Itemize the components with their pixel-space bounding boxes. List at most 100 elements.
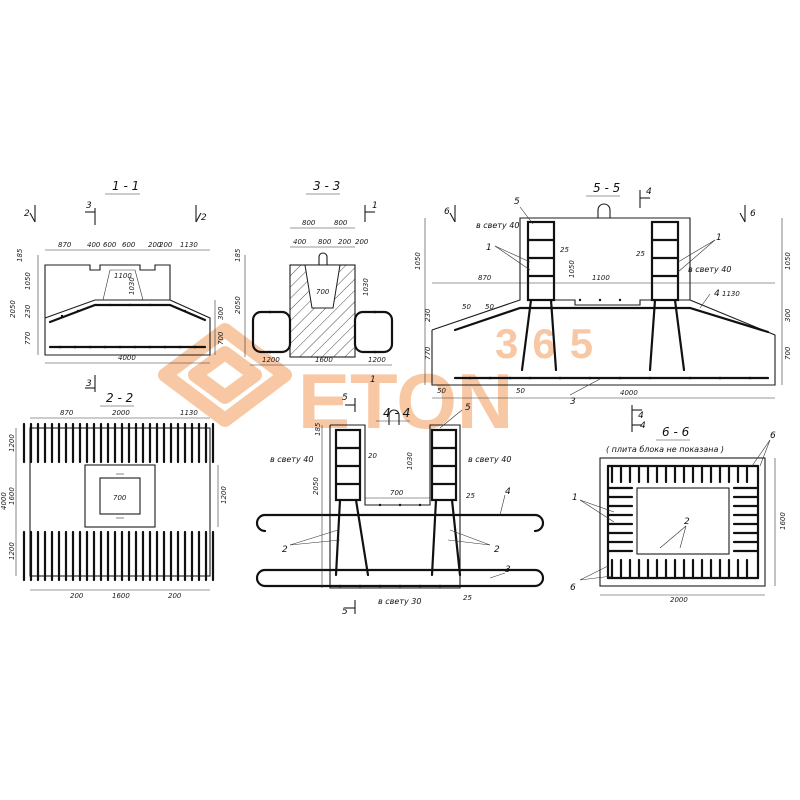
svg-text:870: 870 — [58, 241, 72, 249]
watermark-brand: ETON — [298, 357, 513, 445]
svg-text:1050: 1050 — [24, 272, 32, 290]
svg-text:700: 700 — [113, 494, 127, 502]
arrow-label: 1 — [372, 201, 378, 211]
svg-text:25: 25 — [466, 492, 475, 500]
arrow-label-top: 3 — [86, 201, 92, 211]
svg-text:770: 770 — [24, 331, 32, 345]
arrow-label-bottom: 4 — [638, 411, 644, 421]
svg-text:185: 185 — [16, 248, 24, 262]
svg-text:1030: 1030 — [128, 277, 136, 295]
svg-text:1: 1 — [572, 493, 578, 503]
watermark-logo-icon — [158, 323, 292, 427]
section-title: 3 - 3 — [313, 179, 340, 193]
svg-text:1600: 1600 — [112, 592, 130, 600]
svg-text:700: 700 — [390, 489, 404, 497]
section-3-3: 3 - 3 1 1 800 800 400 800 200 200 700 10… — [234, 179, 394, 385]
svg-text:1: 1 — [716, 233, 722, 243]
section-title: 2 - 2 — [106, 391, 133, 405]
rebar-ring — [606, 464, 760, 580]
svg-text:в свету 30: в свету 30 — [378, 597, 421, 606]
svg-text:1030: 1030 — [406, 452, 414, 470]
svg-text:50: 50 — [485, 303, 494, 311]
section-5-5: 5 - 5 6 6 4 4 5 — [414, 181, 792, 421]
svg-text:700: 700 — [784, 346, 792, 360]
svg-text:400: 400 — [293, 238, 307, 246]
svg-text:2000: 2000 — [112, 409, 130, 417]
svg-text:50: 50 — [516, 387, 525, 395]
svg-text:200: 200 — [168, 592, 182, 600]
svg-text:1130: 1130 — [180, 241, 198, 249]
svg-text:1200: 1200 — [368, 356, 386, 364]
svg-text:25: 25 — [636, 250, 645, 258]
svg-text:2050: 2050 — [234, 296, 242, 314]
svg-text:20: 20 — [368, 452, 377, 460]
svg-text:200: 200 — [70, 592, 84, 600]
svg-text:185: 185 — [314, 422, 322, 436]
svg-text:в свету 40: в свету 40 — [476, 221, 519, 230]
svg-text:в свету 40: в свету 40 — [270, 455, 313, 464]
svg-text:300: 300 — [784, 308, 792, 322]
svg-text:230: 230 — [424, 308, 432, 322]
svg-text:1: 1 — [486, 243, 492, 253]
svg-text:2050: 2050 — [9, 300, 17, 318]
svg-text:3: 3 — [505, 565, 511, 575]
arrow-label: 4 — [640, 421, 646, 431]
svg-text:600: 600 — [103, 241, 117, 249]
svg-text:700: 700 — [217, 331, 225, 345]
svg-text:5: 5 — [514, 197, 520, 207]
svg-text:в свету 40: в свету 40 — [688, 265, 731, 274]
svg-text:3: 3 — [570, 397, 576, 407]
svg-text:5: 5 — [465, 403, 471, 413]
arrow-label-top: 5 — [342, 393, 348, 403]
svg-text:1200: 1200 — [8, 542, 16, 560]
vertical-bars-bottom — [22, 530, 215, 582]
arrow-label-bottom: 3 — [86, 379, 92, 389]
svg-text:2050: 2050 — [312, 477, 320, 495]
svg-text:200: 200 — [355, 238, 369, 246]
svg-text:600: 600 — [122, 241, 136, 249]
svg-text:2: 2 — [494, 545, 500, 555]
svg-text:2000: 2000 — [670, 596, 688, 604]
arrow-label-bottom: 1 — [370, 375, 376, 385]
arrow-label-left: 6 — [444, 207, 450, 217]
svg-text:1100: 1100 — [592, 274, 610, 282]
arrow-label-bottom: 5 — [342, 607, 348, 617]
svg-text:1030: 1030 — [362, 278, 370, 296]
svg-text:1050: 1050 — [784, 252, 792, 270]
svg-text:230: 230 — [24, 304, 32, 318]
section-title: 5 - 5 — [593, 181, 620, 195]
svg-text:200: 200 — [338, 238, 352, 246]
svg-text:6: 6 — [770, 431, 776, 441]
svg-text:4000: 4000 — [620, 389, 638, 397]
svg-text:6: 6 — [570, 583, 576, 593]
svg-text:700: 700 — [316, 288, 330, 296]
plate-note: ( плита блока не показана ) — [606, 445, 724, 454]
section-2-2: 2 - 2 870 2000 1130 1200 1600 1200 4000 … — [0, 391, 228, 600]
arrow-label-right: 2 — [201, 213, 207, 223]
svg-text:25: 25 — [560, 246, 569, 254]
svg-text:4000: 4000 — [0, 492, 8, 510]
svg-text:800: 800 — [334, 219, 348, 227]
svg-text:1130: 1130 — [722, 290, 740, 298]
svg-text:870: 870 — [478, 274, 492, 282]
arrow-label-left: 2 — [24, 209, 30, 219]
svg-text:1600: 1600 — [779, 512, 787, 530]
watermark: ETON 365 — [158, 320, 593, 445]
svg-text:800: 800 — [302, 219, 316, 227]
svg-text:50: 50 — [462, 303, 471, 311]
svg-text:200: 200 — [159, 241, 173, 249]
svg-text:1200: 1200 — [262, 356, 280, 364]
svg-text:185: 185 — [234, 248, 242, 262]
svg-text:25: 25 — [463, 594, 472, 602]
vertical-bars-top — [22, 422, 215, 464]
svg-text:50: 50 — [437, 387, 446, 395]
svg-text:200: 200 — [148, 241, 162, 249]
svg-text:2: 2 — [684, 517, 690, 527]
section-title: 1 - 1 — [112, 179, 139, 193]
svg-text:2: 2 — [282, 545, 288, 555]
svg-text:800: 800 — [318, 238, 332, 246]
svg-text:1600: 1600 — [8, 487, 16, 505]
section-1-1: 1 - 1 2 2 3 3 870 400 600 600 200 200 11… — [9, 179, 225, 392]
svg-text:1130: 1130 — [180, 409, 198, 417]
